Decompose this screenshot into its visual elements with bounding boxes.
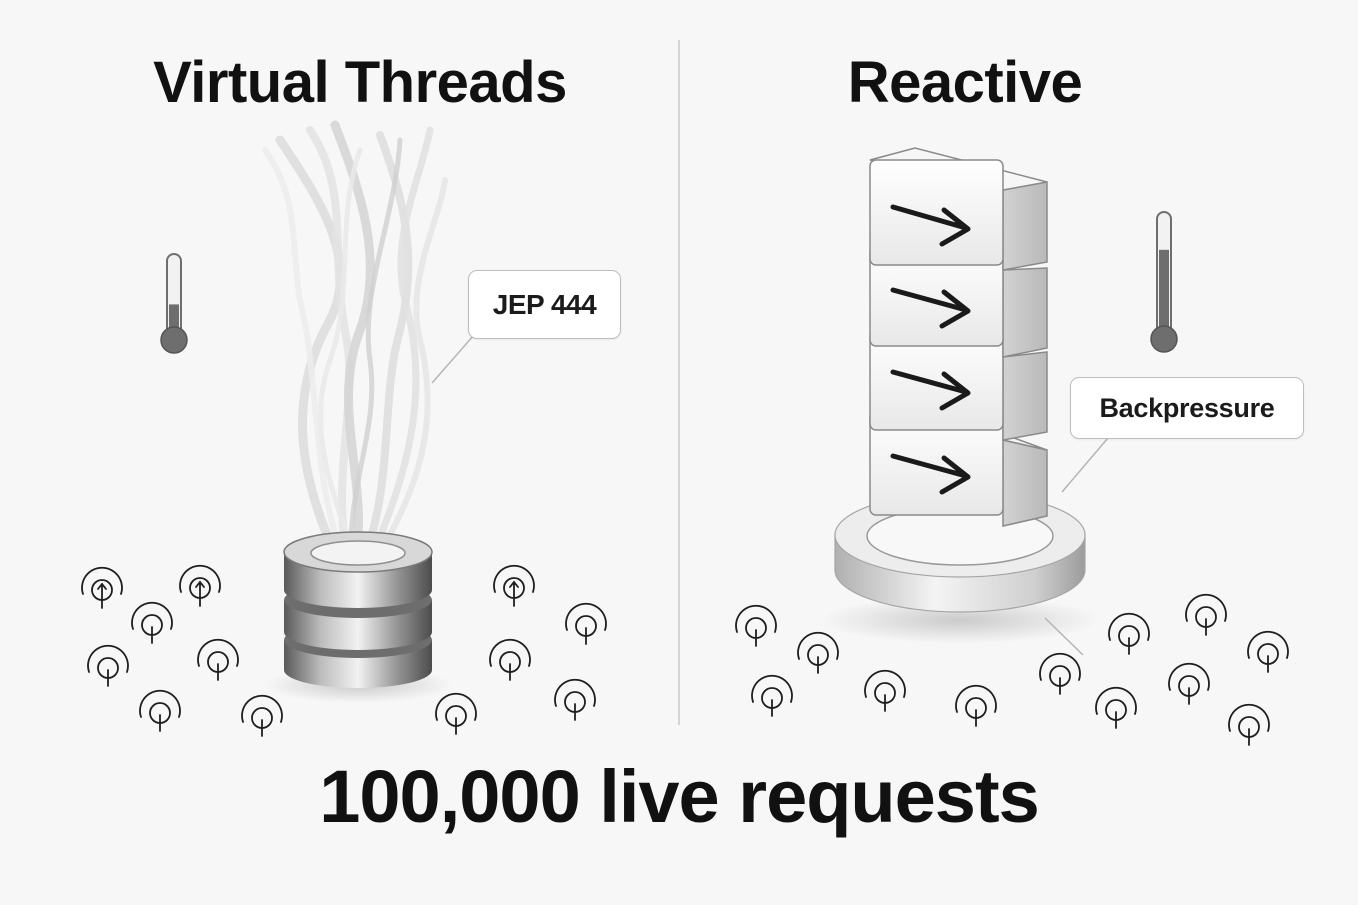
request-signal-icon [1108, 612, 1150, 655]
jep-callout: JEP 444 [468, 270, 621, 339]
operator-block [869, 329, 1048, 441]
operator-block [869, 245, 1048, 358]
thermometer-icon [160, 253, 188, 354]
arrow-right-icon [890, 287, 971, 329]
operator-block [869, 147, 1048, 271]
request-signal-icon [241, 694, 283, 737]
request-signal-icon [81, 566, 123, 609]
request-signal-icon [179, 564, 221, 607]
jep-callout-leader [431, 334, 475, 384]
request-signal-icon [1228, 703, 1270, 746]
ring-leader [1044, 617, 1084, 656]
virtual-threads-strands [262, 120, 448, 570]
requests-left [81, 564, 607, 737]
request-signal-icon [139, 689, 181, 732]
request-signal-icon [1168, 662, 1210, 705]
request-signal-icon [797, 631, 839, 674]
request-signal-icon [864, 669, 906, 712]
virtual-threads-title: Virtual Threads [153, 50, 567, 115]
request-signal-icon [493, 564, 535, 607]
request-signal-icon [1247, 630, 1289, 673]
reactive-operator-blocks [869, 147, 1048, 527]
live-requests-caption: 100,000 live requests [319, 755, 1040, 838]
request-signal-icon [554, 678, 596, 721]
requests-right [735, 593, 1289, 746]
request-signal-icon [955, 684, 997, 727]
request-signal-icon [565, 602, 607, 645]
arrow-right-icon [890, 453, 971, 495]
request-signal-icon [131, 601, 173, 644]
request-signal-icon [87, 644, 129, 687]
carrier-thread-stack [263, 531, 453, 703]
arrow-right-icon [890, 369, 971, 411]
backpressure-callout-leader [1061, 437, 1109, 493]
request-signal-icon [435, 692, 477, 735]
request-signal-icon [751, 674, 793, 717]
thermometer-icon [1150, 211, 1178, 353]
request-signal-icon [735, 604, 777, 647]
reactive-title: Reactive [847, 50, 1083, 115]
request-signal-icon [489, 638, 531, 681]
request-signal-icon [197, 638, 239, 681]
request-signal-icon [1185, 593, 1227, 636]
request-signal-icon [1039, 652, 1081, 695]
request-signal-icon [1095, 686, 1137, 729]
backpressure-callout: Backpressure [1070, 377, 1304, 439]
arrow-right-icon [890, 204, 971, 247]
